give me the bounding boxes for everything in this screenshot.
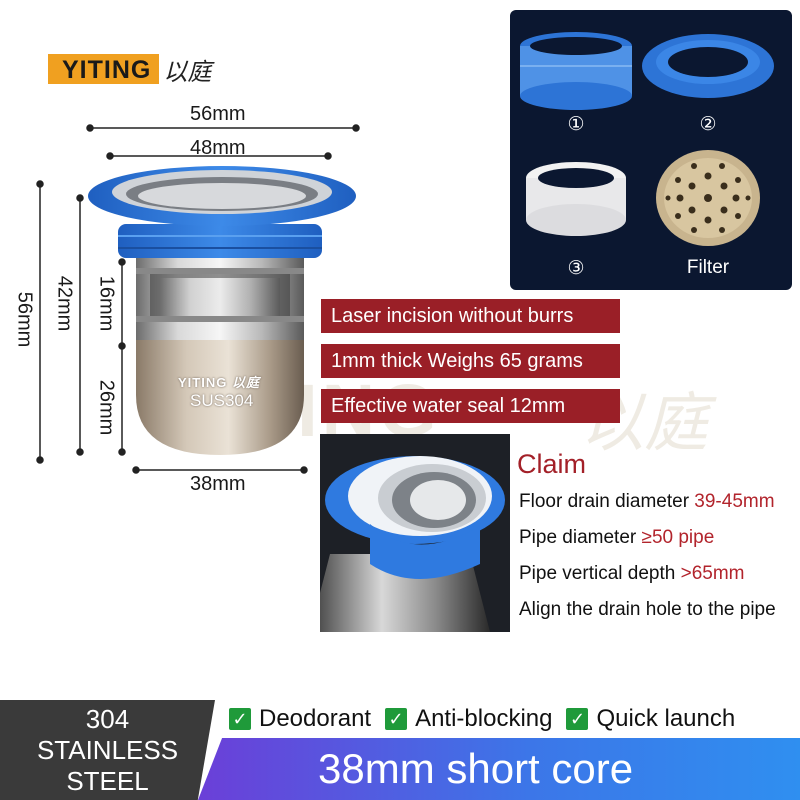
blue-sleeve-icon (520, 32, 632, 110)
blue-gasket-icon (642, 34, 774, 98)
claim-row-pipe-depth: Pipe vertical depth >65mm (519, 563, 744, 585)
marking-brand: YITING (178, 375, 228, 390)
drain-core-product (88, 166, 356, 455)
material-line-2: STAINLESS (36, 735, 179, 765)
accessory-label-3: ③ (567, 258, 585, 279)
material-line-1: 304 (85, 704, 130, 734)
marking-brand-cn: 以庭 (231, 376, 260, 391)
brand-logo-cn: 以庭 (163, 57, 212, 86)
filter-mesh-icon (656, 150, 760, 246)
dim-top-width: 56mm (190, 103, 246, 125)
claim-row-pipe-diameter: Pipe diameter ≥50 pipe (519, 527, 714, 549)
dimension-lines (36, 124, 360, 474)
installed-product-photo (320, 434, 510, 632)
marking-material: SUS304 (190, 391, 254, 410)
dim-inner-width: 48mm (190, 137, 246, 159)
accessories-panel: ① ② ③ Filter (510, 10, 792, 290)
claim-label: Pipe vertical depth (519, 563, 681, 584)
claim-title: Claim (517, 449, 587, 479)
feature-label: Quick launch (596, 705, 736, 732)
feature-anti-blocking: ✓ Anti-blocking (385, 705, 552, 733)
claim-label: Floor drain diameter (519, 491, 695, 512)
material-line-3: STEEL (66, 766, 149, 796)
dim-total-height: 56mm (13, 291, 36, 348)
check-icon: ✓ (566, 708, 589, 730)
core-bar (198, 738, 800, 800)
feature-label: Anti-blocking (415, 705, 553, 732)
core-title: 38mm short core (318, 745, 634, 792)
accessory-label-1: ① (567, 114, 585, 135)
claim-row-floor-drain: Floor drain diameter 39-45mm (519, 491, 775, 513)
feature-tag-thickness: 1mm thick Weighs 65 grams (321, 344, 620, 378)
product-marking: YITING 以庭 SUS304 (178, 372, 260, 411)
dim-upper-height: 16mm (95, 275, 118, 332)
material-badge: 304 STAINLESS STEEL (0, 700, 215, 800)
feature-tag-laser: Laser incision without burrs (321, 299, 620, 333)
claim-value: ≥50 pipe (641, 527, 715, 548)
brand-logo: YITING 以庭 (48, 52, 211, 86)
white-sleeve-icon (526, 162, 626, 236)
check-icon: ✓ (229, 708, 251, 730)
claim-value: >65mm (680, 563, 745, 584)
claim-label: Pipe diameter (519, 527, 642, 548)
feature-quick-launch: ✓ Quick launch (566, 705, 735, 733)
feature-tag-water-seal: Effective water seal 12mm (321, 389, 620, 423)
feature-label: Deodorant (259, 705, 372, 732)
dim-body-height: 42mm (53, 275, 76, 332)
bottom-banner: 304 STAINLESS STEEL ✓ Deodorant ✓ Anti-b… (0, 700, 800, 800)
feature-list: ✓ Deodorant ✓ Anti-blocking ✓ Quick laun… (215, 700, 800, 738)
claim-label: Align the drain hole to the pipe (519, 599, 776, 620)
accessory-label-2: ② (699, 114, 717, 135)
feature-deodorant: ✓ Deodorant (229, 705, 371, 733)
accessory-label-filter: Filter (686, 257, 730, 278)
claim-value: 39-45mm (694, 491, 775, 512)
dim-bottom-width: 38mm (190, 473, 246, 495)
dim-lower-height: 26mm (95, 379, 118, 436)
check-icon: ✓ (385, 708, 408, 730)
brand-logo-text: YITING (48, 54, 160, 84)
claim-row-align: Align the drain hole to the pipe (519, 599, 776, 621)
